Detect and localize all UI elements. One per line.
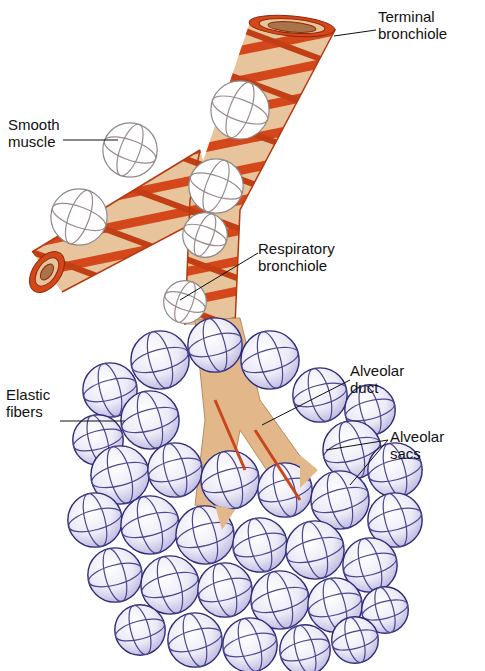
alveolus (66, 491, 124, 549)
alveolus (231, 516, 289, 574)
muscle-band (0, 0, 485, 170)
alveolus (86, 546, 144, 604)
tube-outline (32, 22, 335, 325)
duct-gap (215, 395, 318, 530)
alveolus (162, 279, 207, 324)
part-label: Elastic fibers (6, 386, 68, 420)
leader-line (326, 440, 388, 450)
alveolus (330, 615, 379, 664)
elastic-fiber-strand (215, 400, 300, 500)
opening-rim (248, 12, 335, 39)
part-label: Alveolar sacs (390, 428, 462, 462)
branch-opening (22, 245, 71, 299)
alveolus (166, 611, 224, 669)
leader-line (63, 140, 118, 141)
opening-rim (22, 245, 71, 299)
muscle-band (0, 140, 485, 320)
muscle-band (0, 150, 485, 250)
opening-lumen (38, 262, 57, 282)
leader-line (262, 380, 350, 425)
opening-lumen (268, 20, 317, 34)
alveolus (187, 157, 245, 215)
part-label: Smooth muscle (8, 116, 74, 150)
alveolar-sac-cluster (66, 316, 424, 671)
smooth-muscle-bands (0, 0, 485, 370)
alveolus (196, 561, 254, 619)
alveolus (146, 441, 204, 499)
leader-line (180, 253, 258, 300)
bronchiole-alveoli (49, 79, 271, 325)
alveolus (209, 79, 271, 141)
alveolus (186, 316, 244, 374)
alveolus (129, 329, 191, 391)
part-label: Respiratory bronchiole (258, 240, 358, 274)
terminal-opening (248, 12, 335, 39)
alveolus (239, 329, 301, 391)
leader-line (60, 421, 125, 422)
leader-line (350, 440, 388, 485)
muscle-band (0, 60, 485, 160)
alveolus (284, 519, 346, 581)
alveolus (49, 187, 109, 247)
alveolus (113, 603, 166, 656)
alveolus (119, 389, 181, 451)
alveolus (181, 211, 228, 258)
leader-line (334, 30, 376, 36)
smooth-muscle-bands (0, 0, 485, 420)
opening-ring (30, 254, 63, 291)
alveolus (278, 623, 331, 671)
part-label: Alveolar duct (350, 362, 422, 396)
leader-lines (60, 30, 388, 485)
part-label: Terminal bronchiole (378, 8, 474, 42)
muscle-band (0, 240, 485, 340)
alveolus (221, 616, 279, 671)
alveolus (119, 494, 181, 556)
alveolus (101, 121, 159, 179)
alveolus (199, 449, 261, 511)
muscle-band (0, 0, 485, 70)
opening-ring (259, 16, 326, 36)
